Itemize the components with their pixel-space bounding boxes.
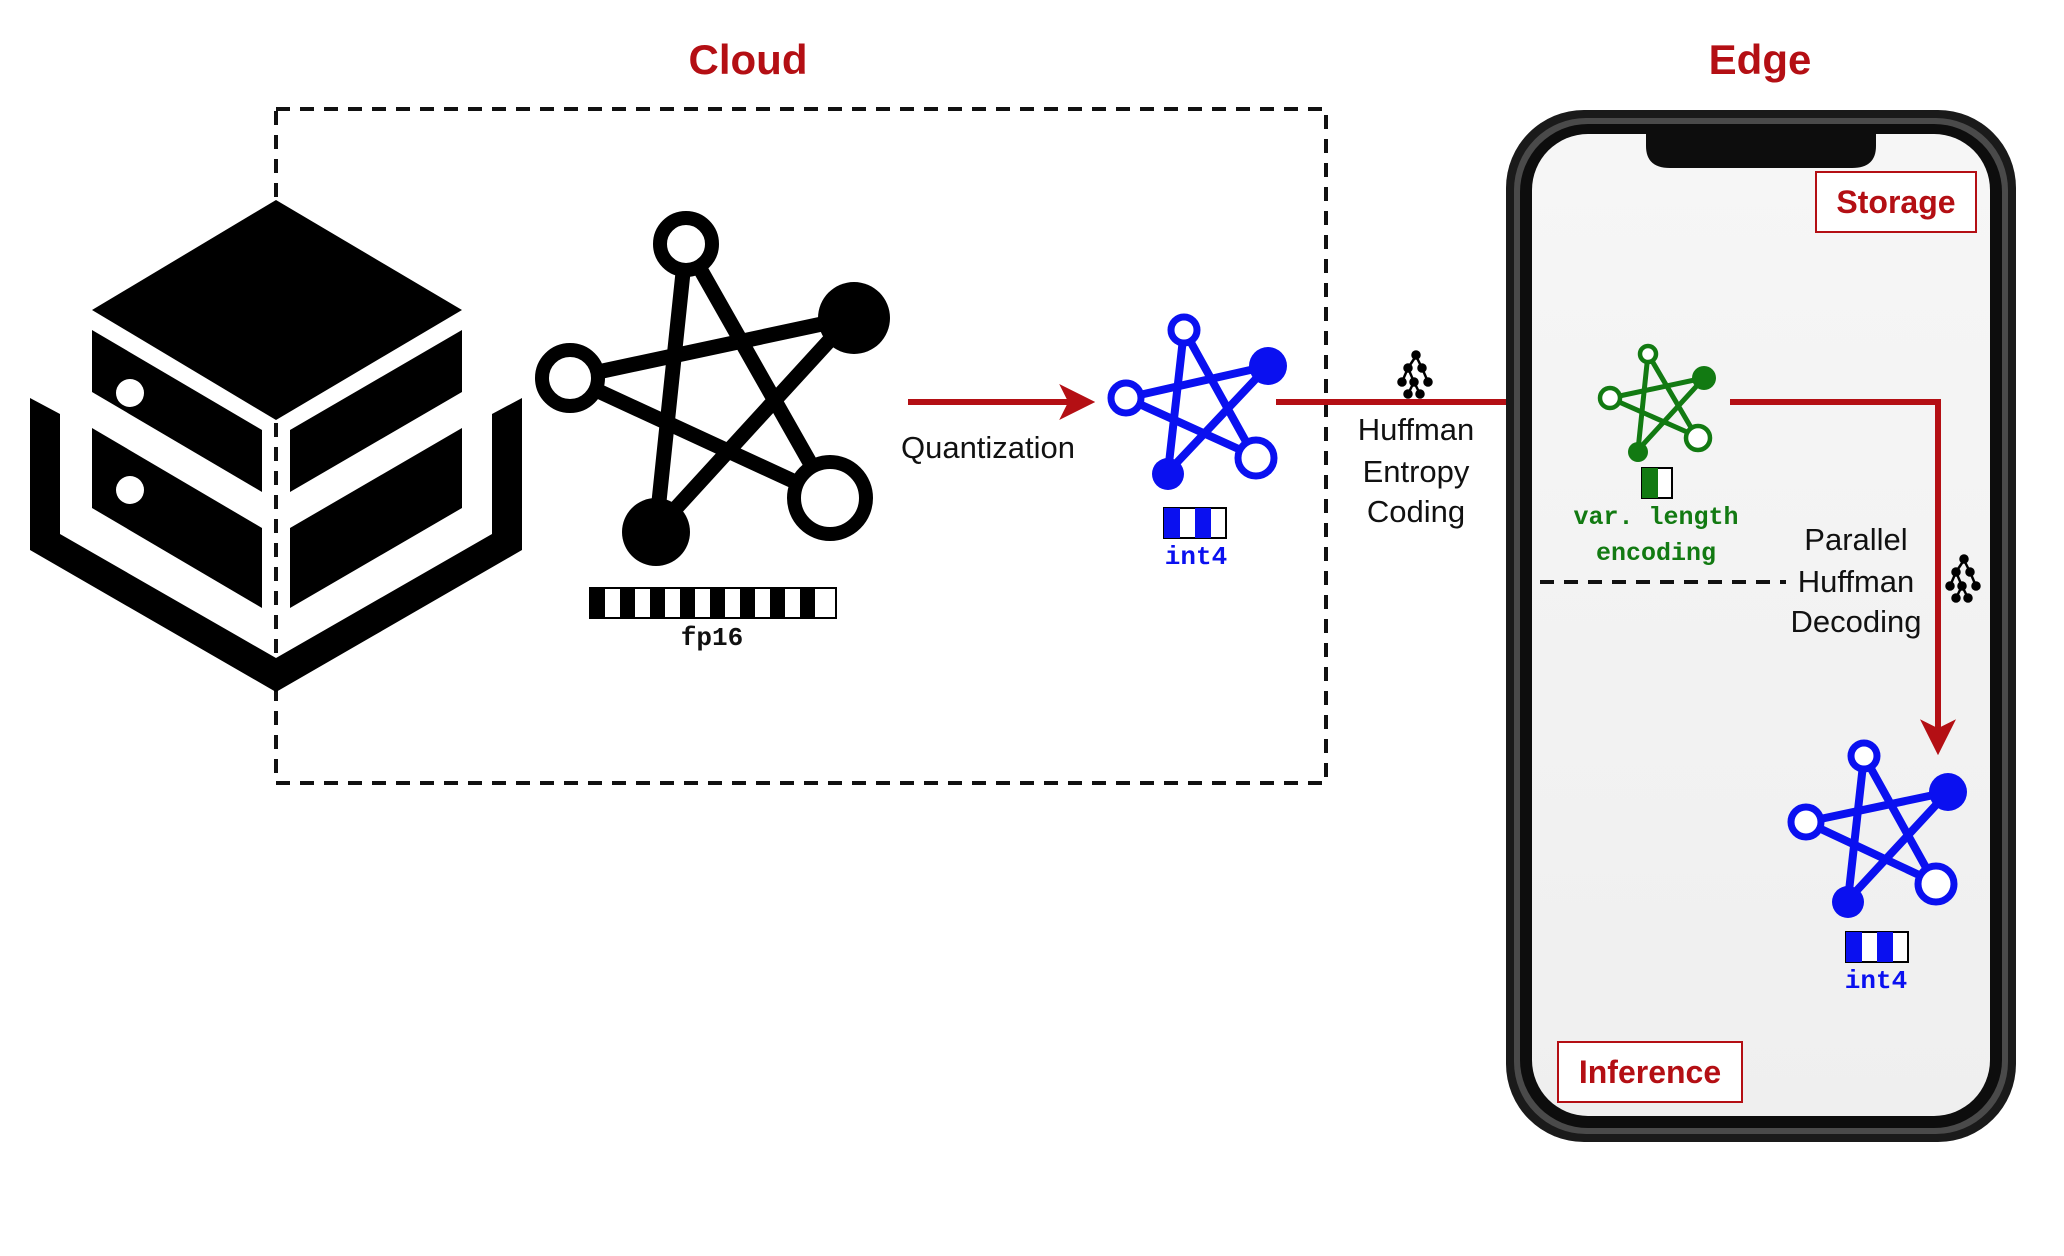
inference-label: Inference [1579, 1054, 1721, 1090]
edge-title: Edge [1709, 36, 1812, 83]
huffman-tree-icon-decoding [1945, 554, 1981, 603]
fp16-bit-strip-icon [589, 587, 837, 619]
parallel-decoding-label-2: Huffman [1798, 564, 1915, 599]
huffman-coding-label-2: Entropy [1363, 454, 1470, 489]
decoding-arrow [1730, 399, 1956, 756]
quantized-network-icon [1107, 313, 1287, 490]
inference-box: Inference [1557, 1041, 1743, 1103]
int4-bit-strip-icon-edge [1845, 931, 1909, 963]
quantization-label: Quantization [901, 430, 1075, 465]
storage-label: Storage [1836, 184, 1955, 220]
server-stack-icon [30, 200, 522, 692]
var-length-label-2: encoding [1596, 539, 1716, 568]
int4-label-cloud: int4 [1165, 542, 1227, 572]
huffman-coding-label-3: Coding [1367, 494, 1465, 529]
inference-network-icon [1787, 739, 1967, 918]
huffman-coding-label-1: Huffman [1358, 412, 1475, 447]
var-length-label-1: var. length [1573, 503, 1738, 532]
neural-network-icon [535, 211, 890, 566]
int4-label-edge: int4 [1845, 966, 1907, 996]
encoded-network-icon [1597, 343, 1716, 462]
parallel-decoding-label-3: Decoding [1791, 604, 1922, 639]
variable-length-bit-icon [1641, 467, 1673, 499]
storage-box: Storage [1815, 171, 1977, 233]
huffman-tree-icon [1397, 350, 1433, 399]
int4-bit-strip-icon [1163, 507, 1227, 539]
cloud-title: Cloud [689, 36, 808, 83]
parallel-decoding-label-1: Parallel [1804, 522, 1907, 557]
fp16-label: fp16 [681, 623, 743, 653]
